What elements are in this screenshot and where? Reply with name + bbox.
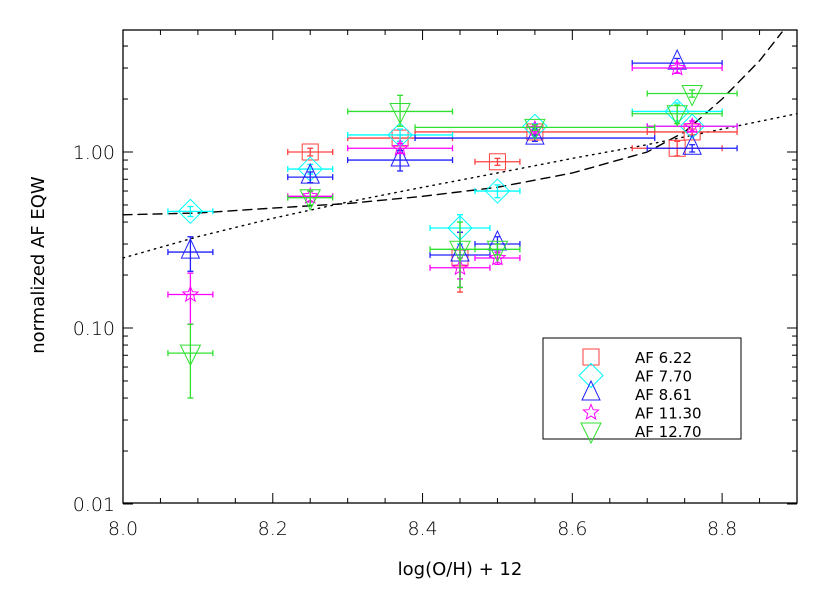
data-point — [631, 58, 723, 76]
data-point — [646, 116, 738, 134]
x-tick-label: 8.0 — [108, 518, 138, 540]
data-points — [167, 48, 738, 399]
y-tick-label: 0.01 — [73, 494, 115, 516]
data-point — [287, 143, 334, 161]
triangle-down-marker-icon — [299, 189, 322, 211]
legend-box — [542, 337, 742, 440]
series-af-6.22 — [287, 123, 738, 293]
data-point — [167, 272, 214, 325]
triangle-down-marker-icon — [389, 102, 411, 125]
data-point — [347, 138, 454, 156]
series-af-8.61 — [167, 48, 738, 289]
x-axis-title: log(O/H) + 12 — [398, 559, 523, 580]
triangle-up-marker-icon — [390, 145, 410, 167]
data-point — [414, 118, 656, 141]
data-point — [287, 162, 334, 184]
data-point — [474, 153, 521, 171]
data-point — [287, 189, 334, 211]
diamond-marker-icon — [177, 198, 204, 225]
data-point — [474, 178, 521, 204]
triangle-down-marker-icon — [580, 422, 602, 445]
dotted-fit — [122, 113, 798, 259]
star-marker-icon — [181, 285, 200, 303]
data-point — [167, 198, 214, 225]
square-marker-icon — [488, 153, 506, 171]
diamond-marker-icon — [578, 362, 604, 389]
y-axis-title: normalized AF EQW — [28, 176, 49, 354]
data-point — [631, 104, 723, 127]
data-point — [347, 94, 454, 127]
triangle-up-marker-icon — [300, 162, 321, 184]
triangle-up-marker-icon — [682, 134, 702, 155]
legend-label: AF 11.30 — [635, 405, 702, 423]
fit-curves — [122, 31, 798, 259]
legend-label: AF 7.70 — [635, 368, 692, 386]
star-marker-icon — [526, 119, 544, 137]
data-point — [429, 221, 491, 289]
triangle-down-marker-icon — [486, 240, 509, 263]
legend-label: AF 8.61 — [635, 386, 692, 404]
x-tick-label: 8.6 — [557, 518, 587, 540]
legend-label: AF 12.70 — [635, 423, 702, 441]
triangle-up-marker-icon — [180, 237, 201, 259]
axes: 8.0 8.2 8.4 8.6 8.8 0.01 0.10 1.00 — [73, 29, 798, 540]
triangle-up-marker-icon — [581, 379, 601, 401]
dashed-fit — [122, 31, 783, 216]
star-marker-icon — [668, 58, 687, 76]
triangle-down-marker-icon — [179, 344, 202, 367]
star-marker-icon — [391, 138, 409, 156]
triangle-down-marker-icon — [666, 105, 688, 127]
x-tick-label: 8.4 — [407, 518, 437, 540]
triangle-down-marker-icon — [524, 118, 546, 141]
triangle-down-marker-icon — [681, 84, 703, 107]
square-marker-icon — [301, 143, 319, 161]
data-point — [474, 240, 521, 263]
y-tick-label: 1.00 — [73, 142, 115, 164]
data-point — [646, 134, 738, 155]
series-af-7.70 — [167, 98, 738, 245]
x-tick-label: 8.8 — [707, 518, 737, 540]
series-af-12.70 — [167, 84, 738, 399]
data-point — [646, 84, 738, 107]
data-point — [167, 323, 214, 399]
y-tick-label: 0.10 — [73, 318, 115, 340]
x-tick-label: 8.2 — [258, 518, 288, 540]
star-marker-icon — [683, 116, 702, 134]
square-marker-icon — [582, 348, 600, 366]
diamond-marker-icon — [484, 178, 511, 204]
legend-label: AF 6.22 — [635, 349, 692, 367]
triangle-down-marker-icon — [449, 240, 471, 263]
diamond-marker-icon — [679, 113, 705, 139]
data-point — [167, 236, 214, 272]
star-marker-icon — [582, 403, 600, 421]
